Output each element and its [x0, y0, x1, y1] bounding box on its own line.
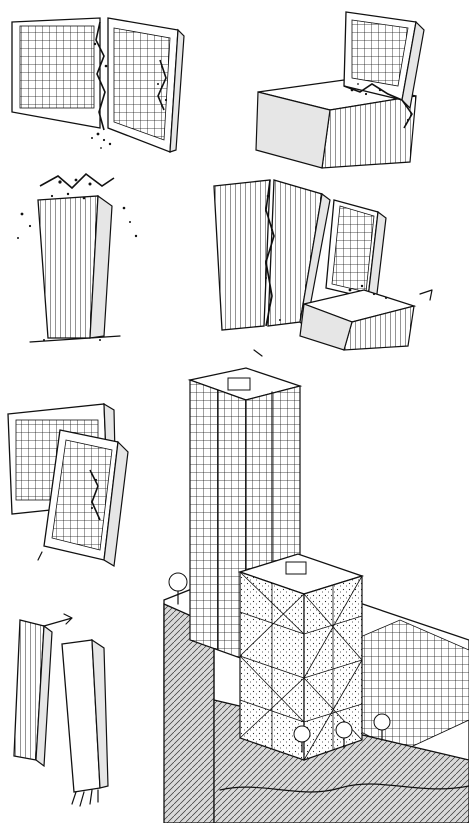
- separated-columns-sketch: [14, 614, 108, 806]
- crushed-top-tower-sketch: [17, 174, 137, 342]
- split-slab-tower-sketch: [12, 18, 184, 152]
- high-rise-complex-sketch: [164, 368, 469, 823]
- tower-on-podium-sketch: [256, 12, 424, 168]
- leaning-towers-sketch: [214, 180, 432, 356]
- overlapping-slab-towers-sketch: [8, 404, 128, 566]
